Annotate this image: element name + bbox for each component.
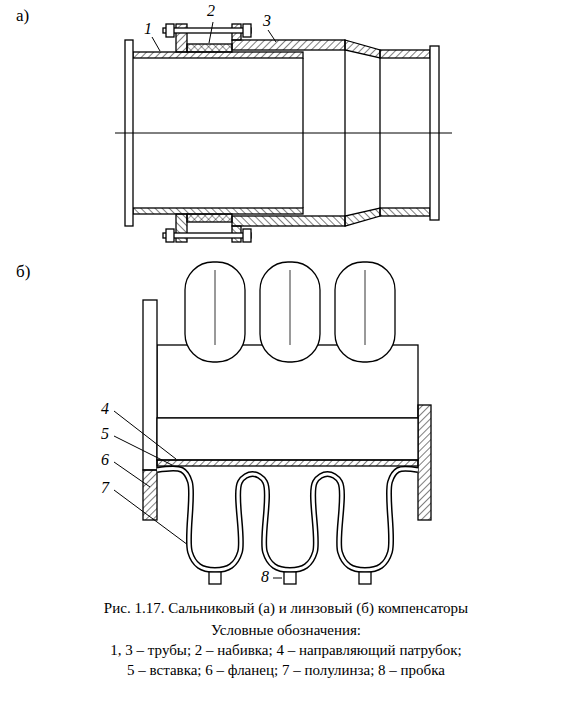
packing xyxy=(187,44,232,52)
legend-note: 5 – вставка; 6 – фланец; 7 – полулинза; … xyxy=(127,662,445,679)
bolt xyxy=(163,28,251,33)
callout-number: 5 xyxy=(101,425,109,443)
part-letter: а) xyxy=(16,6,29,26)
pipe-1 xyxy=(133,52,303,58)
guide-pipe xyxy=(157,418,418,460)
legend-note: 1, 3 – трубы; 2 – набивка; 4 – направляю… xyxy=(110,642,461,659)
callout-number: 3 xyxy=(263,12,271,30)
callout-number: 8 xyxy=(261,568,269,586)
lens-outline xyxy=(260,262,320,362)
leader xyxy=(268,30,276,42)
leader xyxy=(114,436,172,465)
leader xyxy=(209,22,213,43)
pipe-3 xyxy=(232,40,345,50)
part-letter: б) xyxy=(16,262,30,282)
lens-outline xyxy=(335,262,395,362)
guide-pipe-wall xyxy=(157,460,418,466)
plug xyxy=(284,572,296,584)
flange xyxy=(143,300,157,470)
half-lens-inner xyxy=(157,469,418,570)
plug xyxy=(359,572,371,584)
leader xyxy=(114,462,150,487)
figure-caption: Рис. 1.17. Сальниковый (а) и линзовый (б… xyxy=(104,600,468,617)
lens-outline xyxy=(185,262,245,362)
legend-note: Условные обозначения: xyxy=(211,622,361,639)
gland-compensator-half xyxy=(133,24,430,58)
weld-seam xyxy=(215,270,216,345)
leader xyxy=(152,37,160,51)
cone xyxy=(345,40,380,58)
weld-seam xyxy=(365,270,366,345)
section-line xyxy=(115,133,452,134)
callout-number: 7 xyxy=(101,479,109,497)
gland-compensator xyxy=(115,22,452,242)
callout-number: 1 xyxy=(144,20,152,38)
pipe-3-end xyxy=(380,50,430,58)
leader xyxy=(273,578,282,579)
nut xyxy=(166,24,174,37)
half-lens xyxy=(157,469,418,570)
nut xyxy=(243,24,251,37)
lens-compensator xyxy=(114,262,431,584)
weld-seam xyxy=(290,270,291,345)
callout-number: 2 xyxy=(207,2,215,20)
plug xyxy=(209,572,221,584)
flange xyxy=(418,405,431,520)
leader xyxy=(114,490,188,545)
callout-number: 6 xyxy=(101,451,109,469)
callout-number: 4 xyxy=(101,400,109,418)
